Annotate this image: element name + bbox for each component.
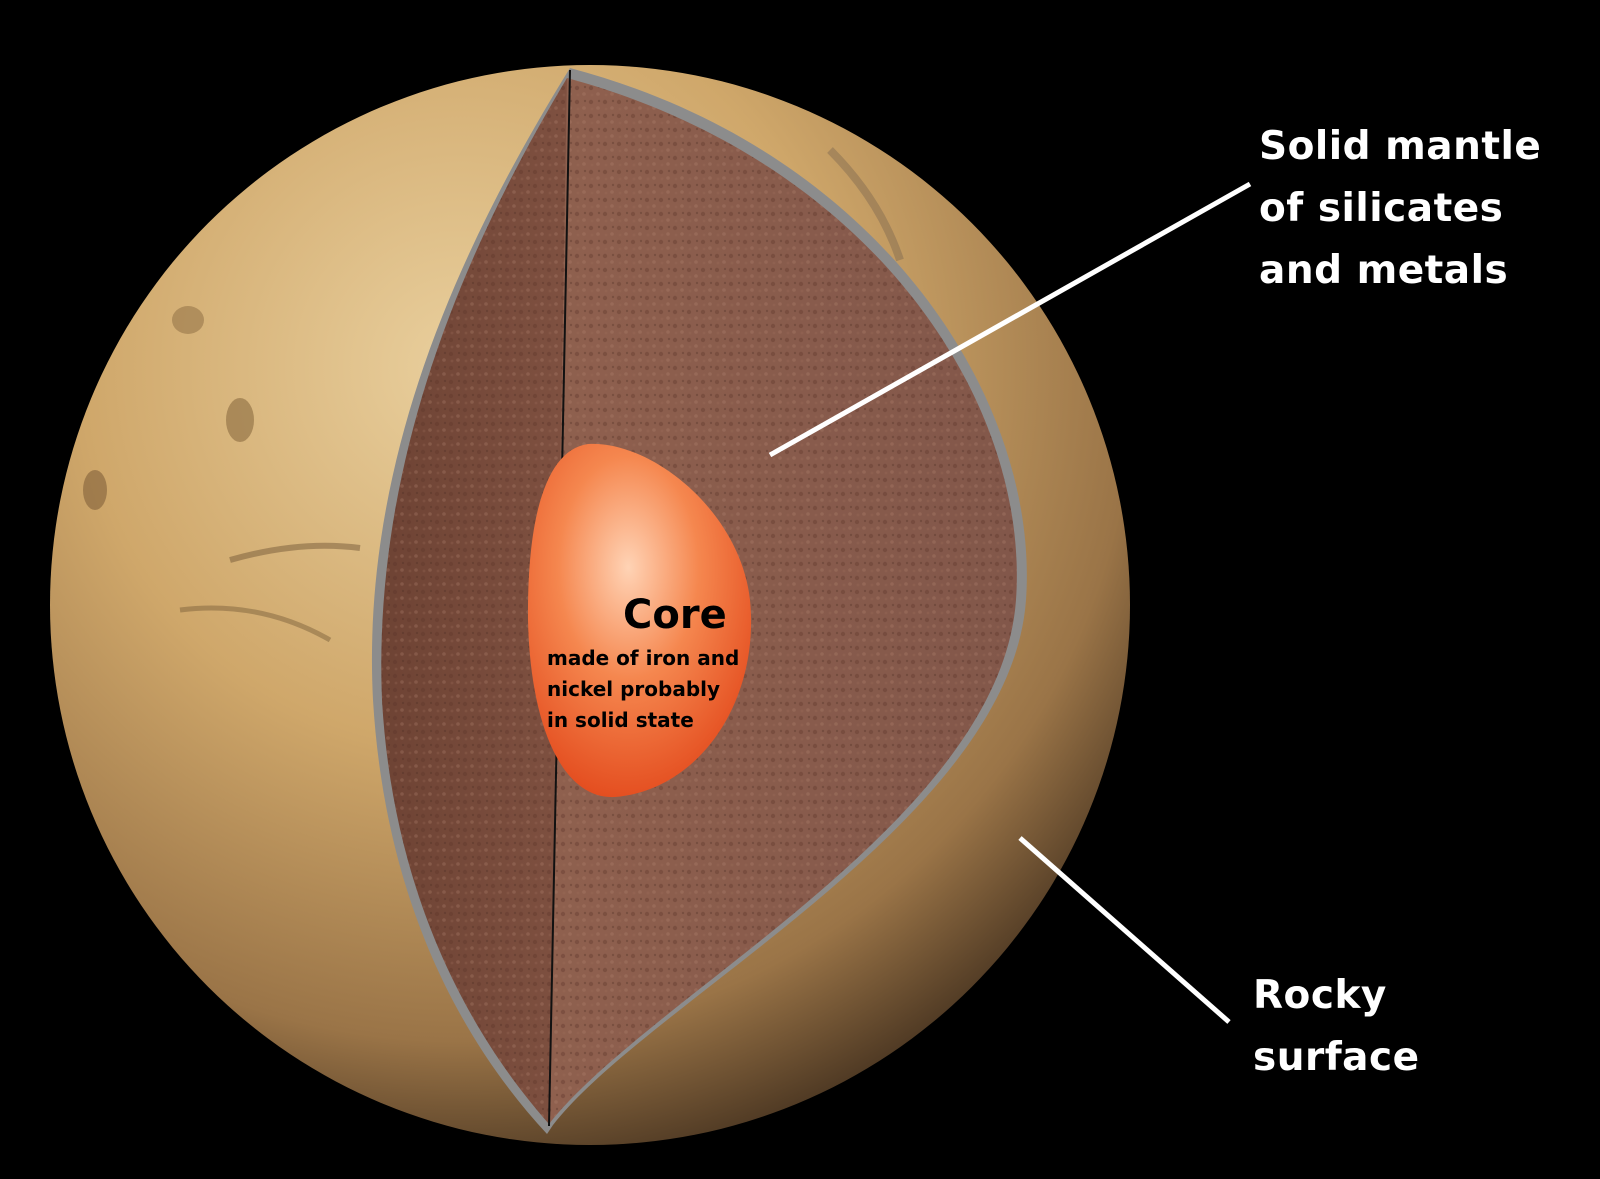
surface-label: Rocky surface bbox=[1253, 973, 1420, 1080]
mantle-leader-line bbox=[768, 181, 1252, 458]
volcano-mark bbox=[172, 306, 204, 334]
mantle-label: Solid mantle of silicates and metals bbox=[1259, 124, 1542, 293]
canyon-mark bbox=[229, 542, 361, 563]
mantle-left-texture bbox=[381, 78, 573, 1124]
canyon-mark bbox=[179, 605, 332, 643]
surface-feature bbox=[827, 147, 904, 262]
core-shape bbox=[527, 443, 752, 798]
volcano-mark bbox=[83, 470, 107, 510]
core-label-title: Core bbox=[623, 592, 727, 638]
core-label-description: made of iron and nickel probably in soli… bbox=[547, 646, 740, 732]
mantle-right-texture bbox=[549, 78, 1017, 1124]
volcano-mark bbox=[226, 398, 254, 442]
surface-leader-line bbox=[1018, 836, 1231, 1024]
